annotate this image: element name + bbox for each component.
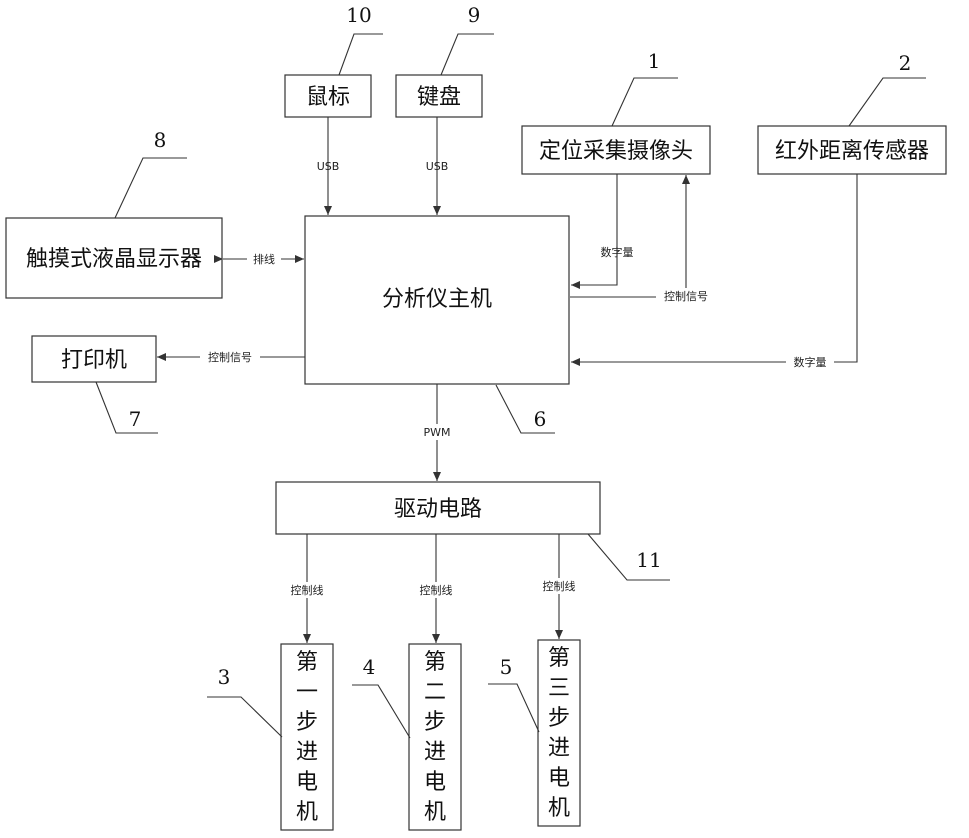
motor2-char: 二 [424, 680, 446, 705]
motor3-char: 机 [548, 796, 570, 821]
leader-line [849, 78, 926, 126]
motor3-block: 第 三 步 进 电 机 [538, 640, 580, 826]
usb-label: USB [317, 160, 340, 173]
mouse-block: 鼠标 [285, 75, 371, 117]
leader-line [612, 78, 678, 126]
camera-label: 定位采集摄像头 [539, 139, 693, 164]
ref-number: 2 [899, 51, 912, 75]
printer-label: 打印机 [61, 348, 127, 373]
ctrl-line-label: 控制线 [543, 579, 576, 593]
motor1-char: 进 [296, 740, 318, 765]
motor2-char: 机 [424, 800, 446, 825]
ir-digital-connector [571, 174, 857, 362]
usb-label: USB [426, 160, 449, 173]
keyboard-block: 键盘 [396, 75, 482, 117]
motor1-char: 第 [296, 650, 318, 675]
motor2-char: 进 [424, 740, 446, 765]
leader-line [96, 382, 158, 433]
motor2-block: 第 二 步 进 电 机 [409, 644, 461, 830]
ref-number: 5 [500, 655, 513, 679]
leader-line [207, 697, 282, 737]
camera-digital-connector [571, 174, 617, 285]
motor3-char: 步 [548, 706, 570, 731]
ir-digital-label: 数字量 [794, 355, 827, 369]
motor2-char: 第 [424, 650, 446, 675]
motor3-char: 电 [548, 766, 570, 791]
pwm-label: PWM [423, 426, 450, 439]
ref-number: 9 [468, 3, 481, 27]
mouse-label: 鼠标 [306, 85, 350, 110]
host-label: 分析仪主机 [382, 287, 492, 312]
ref-number: 7 [129, 407, 142, 431]
leader-line [352, 685, 410, 738]
driver-label: 驱动电路 [394, 497, 482, 522]
camera-block: 定位采集摄像头 [522, 126, 710, 174]
ref-number: 11 [636, 548, 661, 572]
ref-number: 6 [534, 407, 547, 431]
touch-lcd-label: 触摸式液晶显示器 [26, 247, 202, 272]
motor2-char: 电 [424, 770, 446, 795]
camera-control-label: 控制信号 [664, 289, 708, 303]
motor2-char: 步 [424, 710, 446, 735]
motor1-block: 第 一 步 进 电 机 [281, 644, 333, 830]
printer-block: 打印机 [32, 336, 156, 382]
ctrl-line-label: 控制线 [291, 583, 324, 597]
cable-label: 排线 [253, 252, 275, 266]
motor1-char: 机 [296, 800, 318, 825]
leader-line [441, 34, 494, 75]
ir-sensor-label: 红外距离传感器 [775, 139, 929, 164]
motor3-char: 第 [548, 646, 570, 671]
motor3-char: 进 [548, 736, 570, 761]
leader-line [115, 158, 187, 218]
ref-number: 8 [154, 128, 167, 152]
leader-line [339, 34, 383, 75]
printer-control-label: 控制信号 [208, 350, 252, 364]
motor1-char: 一 [296, 680, 318, 705]
motor1-char: 电 [296, 770, 318, 795]
motor3-char: 三 [548, 676, 570, 701]
ctrl-line-label: 控制线 [420, 583, 453, 597]
ref-number: 1 [648, 49, 661, 73]
ir-sensor-block: 红外距离传感器 [758, 126, 946, 174]
camera-digital-label: 数字量 [601, 245, 634, 259]
ref-number: 4 [363, 655, 376, 679]
ref-number: 10 [346, 3, 371, 27]
motor1-char: 步 [296, 710, 318, 735]
host-block: 分析仪主机 [305, 216, 569, 384]
camera-control-connector [570, 175, 686, 297]
ref-number: 3 [218, 665, 231, 689]
leader-line [488, 684, 539, 732]
driver-block: 驱动电路 [276, 482, 600, 534]
touch-lcd-block: 触摸式液晶显示器 [6, 218, 222, 298]
keyboard-label: 键盘 [417, 85, 461, 110]
